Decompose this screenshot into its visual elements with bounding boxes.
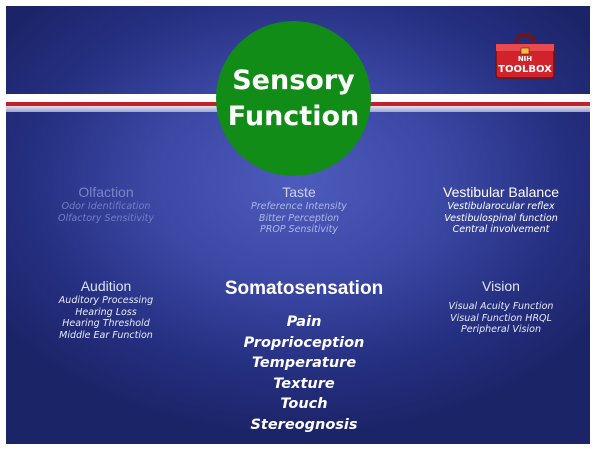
vestibular-item: Central involvement [452,224,550,235]
somatosensation-item: Proprioception [243,334,365,351]
audition-item: Hearing Threshold [62,318,150,329]
red-toolbox-icon: NIH TOOLBOX [494,32,556,80]
title-circle: Sensory Function [216,21,371,176]
vision-group: Vision Visual Acuity Function Visual Fun… [416,278,586,336]
taste-group: Taste Preference Intensity Bitter Percep… [211,184,387,236]
taste-heading: Taste [282,184,316,200]
slide: Sensory Function NIH TOOLBOX Olfaction O… [6,6,590,444]
logo-text-toolbox: TOOLBOX [498,64,552,75]
taste-item: PROP Sensitivity [259,224,338,235]
audition-item: Hearing Loss [75,306,137,318]
olfaction-item: Odor Identification [61,201,151,212]
vision-item: Peripheral Vision [461,324,541,335]
taste-item: Preference Intensity [251,201,347,212]
vision-heading: Vision [482,278,520,294]
somatosensation-item: Pain [286,314,322,330]
vestibular-heading: Vestibular Balance [443,184,559,200]
olfaction-heading: Olfaction [78,184,134,200]
vestibular-item: Vestibulospinal function [444,212,558,224]
somatosensation-item: Texture [273,375,335,392]
title-line-2: Function [227,100,360,132]
taste-item: Bitter Perception [258,212,340,224]
audition-heading: Audition [80,278,132,294]
audition-item: Middle Ear Function [59,329,153,341]
title-line-1: Sensory [232,64,355,96]
audition-group: Audition Auditory Processing Hearing Los… [26,278,186,341]
audition-item: Auditory Processing [58,295,154,306]
vestibular-item: Vestibularocular reflex [447,201,555,212]
vision-item: Visual Acuity Function [448,301,554,312]
olfaction-item: Olfactory Sensitivity [57,212,155,224]
somatosensation-group: Somatosensation Pain Proprioception Temp… [196,278,412,436]
somatosensation-list: Pain Proprioception Temperature Texture … [196,312,412,436]
somatosensation-item: Temperature [251,355,357,372]
vestibular-group: Vestibular Balance Vestibularocular refl… [416,184,586,236]
vision-item: Visual Function HRQL [450,312,552,324]
logo-text-nih: NIH [518,55,532,63]
olfaction-group: Olfaction Odor Identification Olfactory … [26,184,186,224]
somatosensation-item: Stereognosis [250,416,358,433]
somatosensation-item: Touch [280,396,328,413]
somatosensation-heading: Somatosensation [224,278,384,299]
